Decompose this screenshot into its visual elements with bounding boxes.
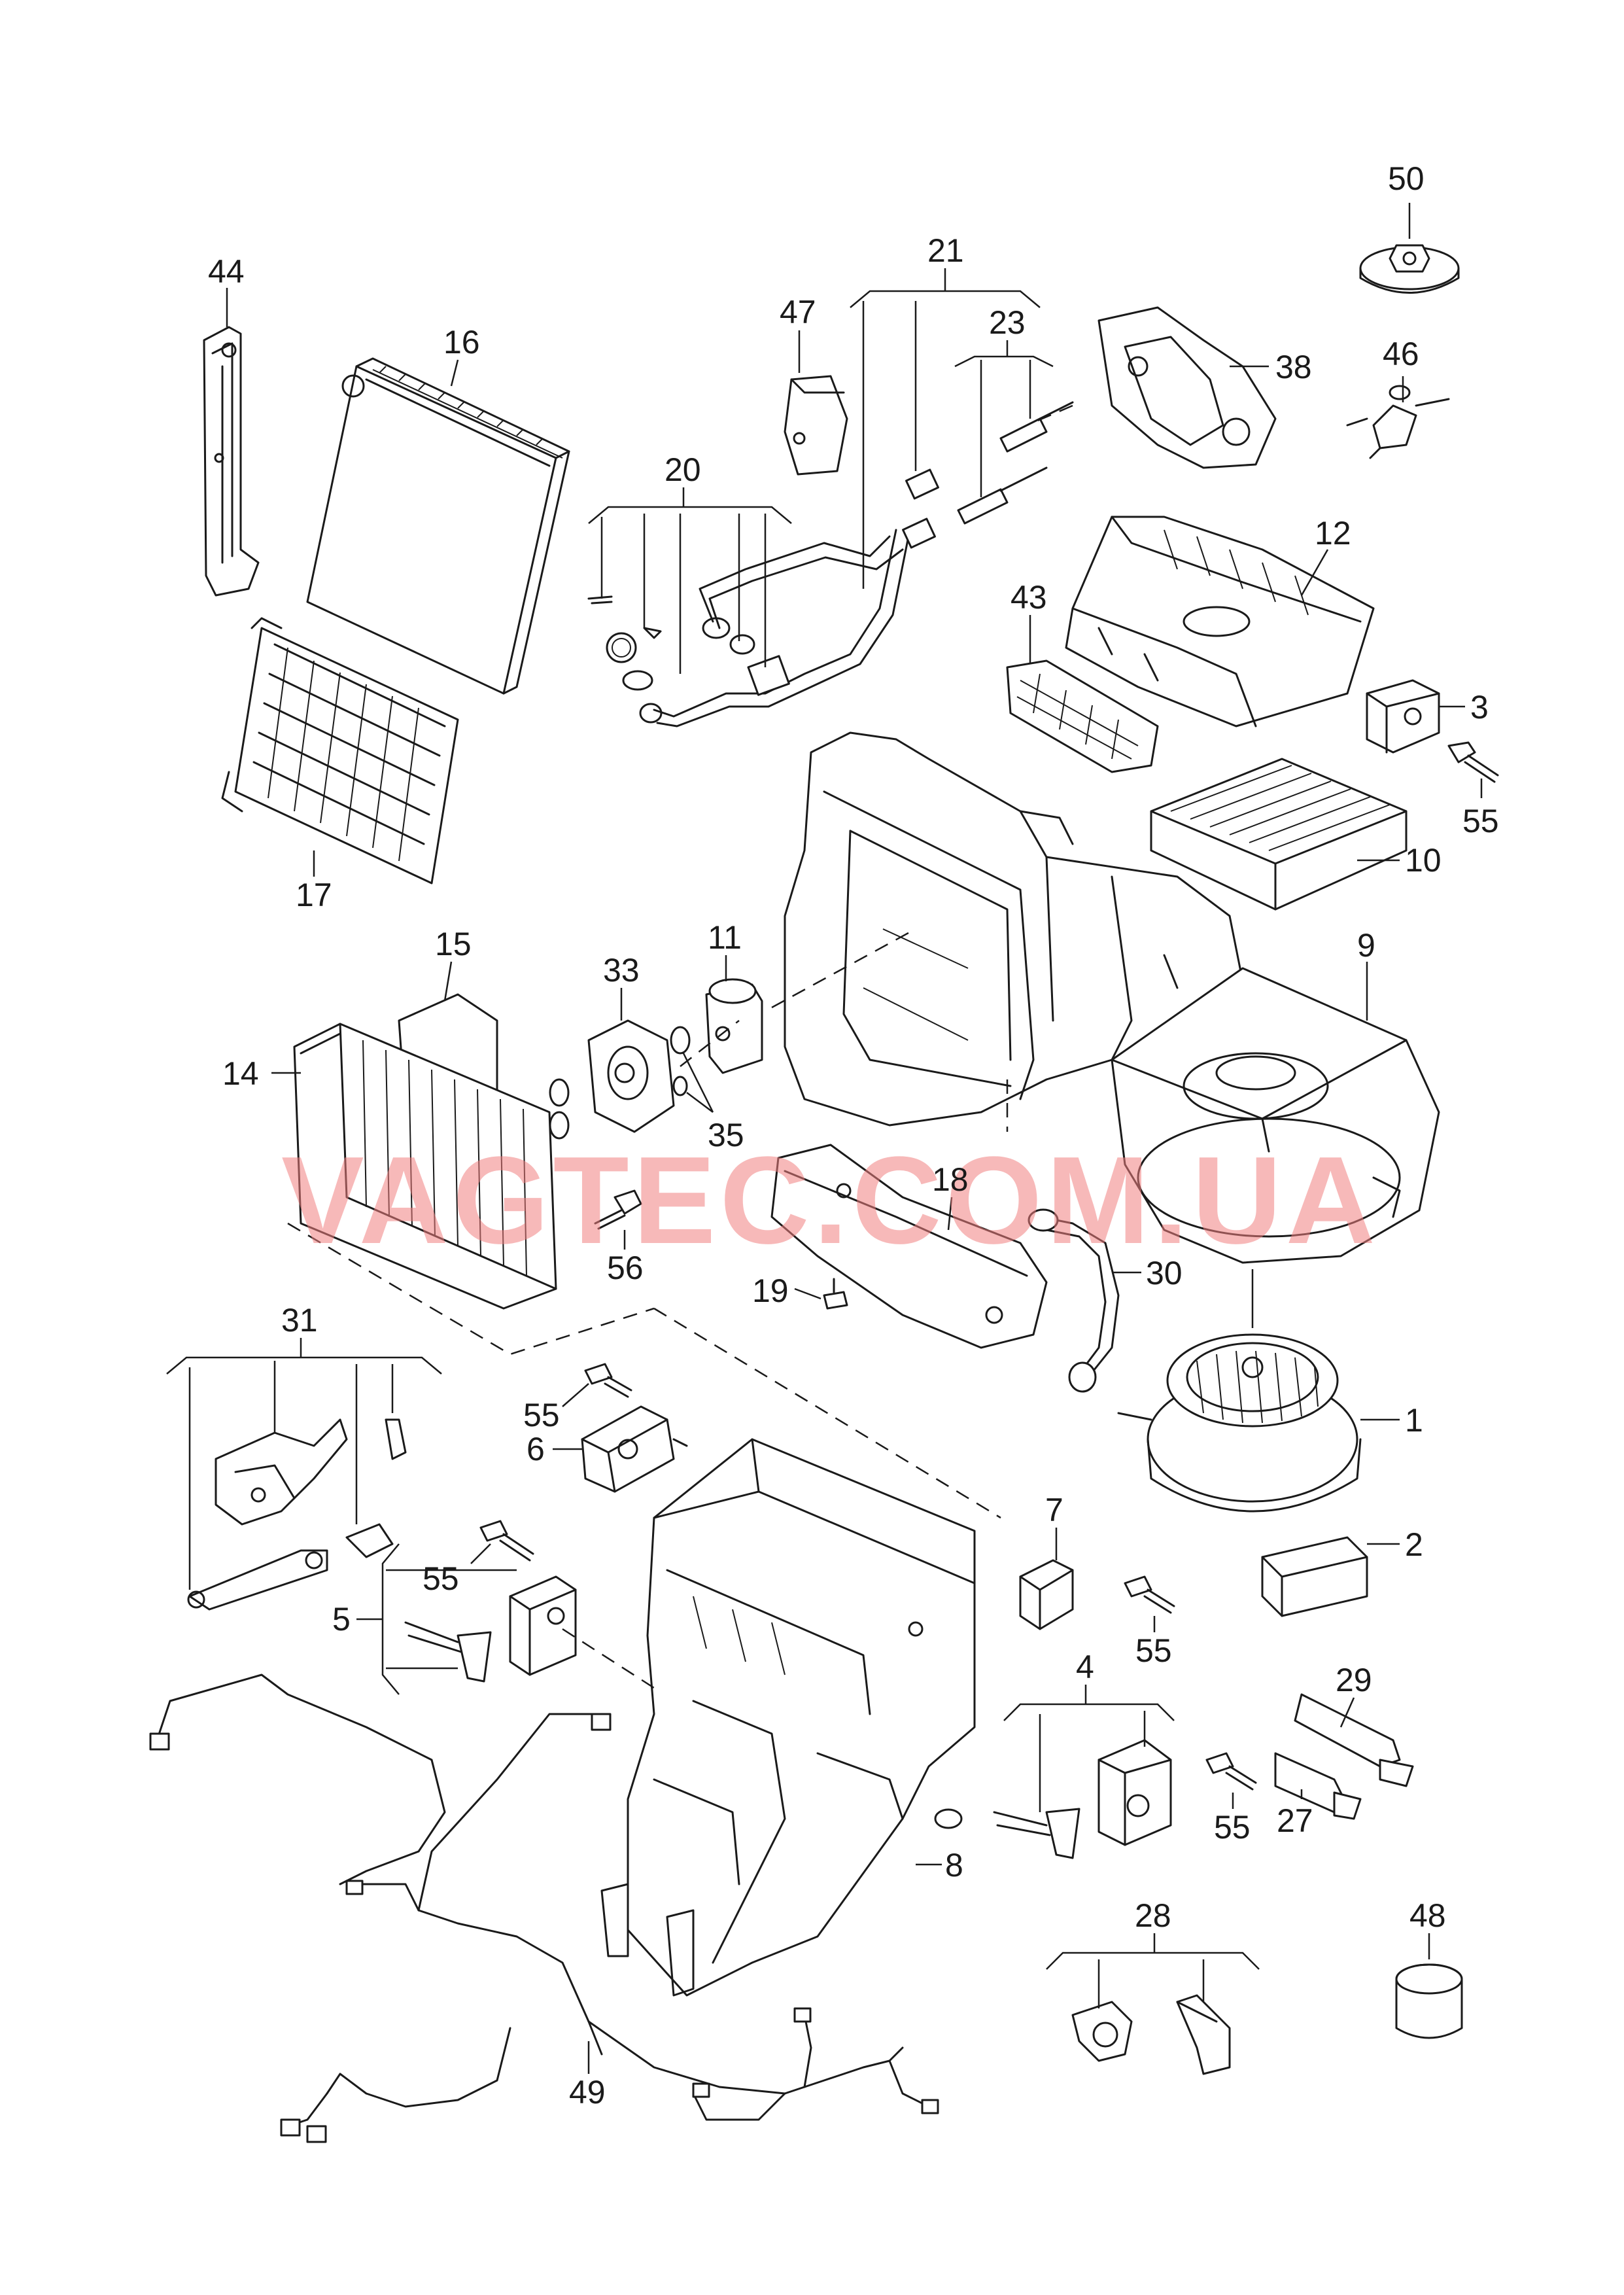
part-9-blower-housing[interactable] [1111,967,1440,1264]
label-49: 49 [569,2074,606,2111]
watermark-text: VAGTEC.COM.UA [281,1131,1379,1270]
label-19: 19 [752,1272,789,1309]
part-46-clip[interactable] [1346,385,1450,459]
part-10-pollen-filter[interactable] [1150,758,1408,911]
part-50-nut[interactable] [1359,244,1460,294]
label-2: 2 [1405,1526,1423,1563]
part-20-hose-set[interactable] [587,529,910,727]
part-16-heat-exchanger[interactable] [306,357,570,695]
label-17: 17 [296,877,332,913]
part-12-air-intake-housing[interactable] [1065,516,1375,727]
part-28-shafts[interactable] [1071,1994,1231,2075]
label-55-right: 55 [1135,1632,1172,1669]
part-44-trim-strip[interactable] [203,326,260,597]
part-21-refrigerant-line[interactable] [902,468,939,549]
label-28: 28 [1135,1897,1171,1934]
label-56: 56 [607,1250,644,1286]
label-5: 5 [332,1601,351,1638]
part-17-heater-core[interactable] [221,617,459,885]
part-4-actuator[interactable] [993,1739,1172,1859]
part-number-labels: 50 46 44 16 47 21 23 38 20 12 43 3 55 10… [208,160,1499,2111]
label-30: 30 [1146,1255,1183,1291]
part-18-cover-plate[interactable] [770,1144,1048,1349]
label-11: 11 [708,919,742,956]
part-55-bolt-left[interactable] [479,1520,534,1562]
label-55-left: 55 [423,1560,459,1597]
part-14-evaporator[interactable] [293,1023,570,1310]
assembly-dashed-lines [287,928,1009,1689]
label-21: 21 [927,232,964,269]
label-46: 46 [1383,336,1419,372]
part-2-cover[interactable] [1261,1536,1368,1617]
part-56-screw[interactable] [594,1189,642,1230]
part-7-actuator[interactable] [1019,1559,1074,1630]
part-33-seal[interactable] [587,1019,675,1133]
label-18: 18 [932,1161,969,1198]
leader-lines [166,203,1483,2074]
label-55-lower: 55 [1214,1809,1251,1846]
label-31: 31 [281,1302,318,1339]
part-55-bolt-mid[interactable] [584,1363,632,1398]
label-14: 14 [222,1055,259,1092]
label-7: 7 [1045,1492,1063,1528]
part-23-fittings[interactable] [957,401,1074,525]
part-49-wiring-harness[interactable] [149,1673,939,2143]
part-27-switch[interactable] [1274,1752,1362,1820]
part-55-bolt-lower[interactable] [1205,1752,1257,1791]
part-19-screw[interactable] [823,1278,848,1310]
part-35-o-rings[interactable] [670,1026,691,1096]
label-44: 44 [208,253,245,290]
label-55-top: 55 [1462,803,1499,839]
label-35: 35 [708,1117,744,1153]
label-29: 29 [1336,1662,1372,1698]
part-5-actuator[interactable] [404,1575,577,1683]
part-29-switch[interactable] [1294,1693,1414,1787]
part-38-gasket[interactable] [1026,306,1277,469]
label-27: 27 [1277,1802,1313,1839]
part-31-linkage-set[interactable] [187,1418,407,1611]
label-8: 8 [945,1847,963,1883]
part-47-bracket-block[interactable] [784,375,848,476]
part-8-heater-housing[interactable] [600,1438,976,1997]
label-23: 23 [989,304,1026,341]
label-48: 48 [1409,1897,1446,1934]
label-50: 50 [1388,160,1425,197]
part-6-actuator[interactable] [581,1405,688,1493]
label-55-mid: 55 [523,1397,560,1433]
part-48-cap[interactable] [1395,1963,1463,2039]
label-33: 33 [603,952,640,989]
label-12: 12 [1315,515,1351,552]
label-38: 38 [1275,349,1312,385]
label-10: 10 [1405,842,1442,879]
label-6: 6 [527,1431,545,1467]
part-1-blower-motor[interactable] [1117,1333,1362,1513]
label-43: 43 [1011,579,1047,616]
label-47: 47 [780,294,816,330]
part-3-actuator[interactable] [1366,679,1440,754]
label-20: 20 [665,451,701,488]
label-15: 15 [435,926,472,962]
part-11-expansion-valve[interactable] [705,978,763,1074]
part-30-drain-hose[interactable] [1028,1208,1120,1393]
label-16: 16 [443,324,480,360]
label-4: 4 [1076,1649,1094,1685]
part-55-bolt-right[interactable] [1124,1575,1175,1614]
part-55-bolt-top[interactable] [1447,741,1499,783]
part-43-mesh-screen[interactable] [1006,659,1159,773]
label-1: 1 [1405,1402,1423,1439]
label-9: 9 [1357,927,1375,964]
label-3: 3 [1470,689,1489,726]
